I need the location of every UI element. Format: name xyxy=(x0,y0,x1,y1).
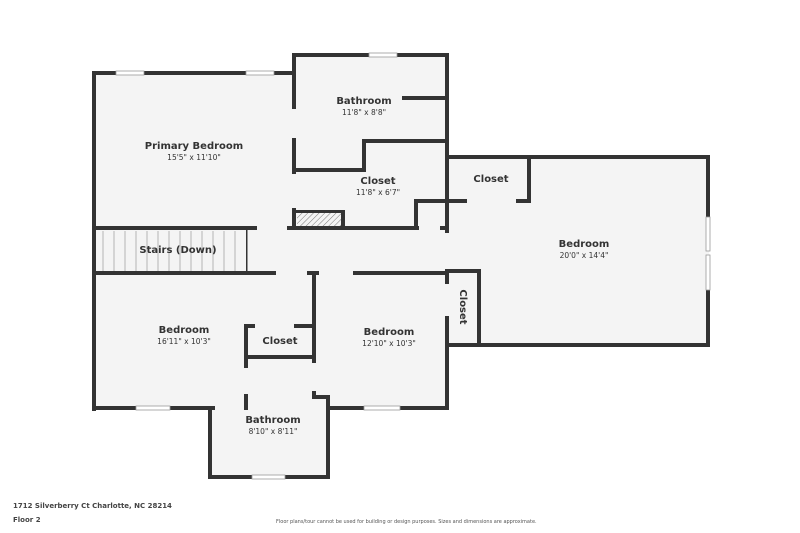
stairs-treads xyxy=(102,230,248,272)
closet-top-label: Closet xyxy=(360,176,395,187)
bedroom-middle-label: Bedroom xyxy=(364,327,415,338)
bedroom-right-label: Bedroom xyxy=(559,239,610,250)
primary-bedroom-dims: 15'5" x 11'10" xyxy=(167,153,221,162)
bathroom-bottom-label: Bathroom xyxy=(245,415,300,426)
bathroom-top-dims: 11'8" x 8'8" xyxy=(342,108,386,117)
bathroom-top-label: Bathroom xyxy=(336,96,391,107)
room-labels: Primary Bedroom 15'5" x 11'10" Bathroom … xyxy=(139,96,609,436)
bedroom-right-dims: 20'0" x 14'4" xyxy=(560,251,609,260)
disclaimer: Floor plans/tour cannot be used for buil… xyxy=(276,519,537,525)
primary-bedroom-label: Primary Bedroom xyxy=(145,141,243,152)
closet-right-top-label: Closet xyxy=(473,174,508,185)
closet-top-dims: 11'8" x 6'7" xyxy=(356,188,400,197)
bathroom-bottom-dims: 8'10" x 8'11" xyxy=(249,427,298,436)
hatched-chase xyxy=(297,213,342,227)
stairs-label: Stairs (Down) xyxy=(139,245,216,256)
walls xyxy=(92,53,710,479)
bedroom-middle-dims: 12'10" x 10'3" xyxy=(362,339,416,348)
windows xyxy=(115,52,711,480)
floor-label: Floor 2 xyxy=(13,516,41,524)
bedroom-left-dims: 16'11" x 10'3" xyxy=(157,337,211,346)
floor-fills xyxy=(93,55,709,477)
property-address: 1712 Silverberry Ct Charlotte, NC 28214 xyxy=(13,502,172,510)
closet-middle-label: Closet xyxy=(262,336,297,347)
bedroom-left-label: Bedroom xyxy=(159,325,210,336)
closet-right-vertical-label: Closet xyxy=(457,289,468,324)
